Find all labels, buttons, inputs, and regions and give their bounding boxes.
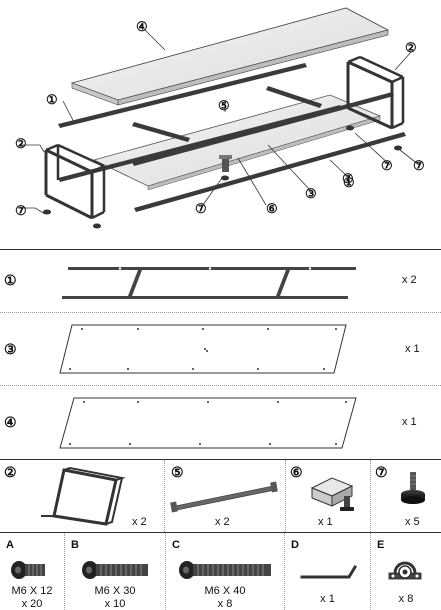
middle-rails <box>58 92 394 182</box>
dotted-vertical-divider <box>284 533 285 610</box>
dotted-vertical-divider <box>370 460 371 532</box>
part-2-drawing <box>41 466 126 526</box>
dotted-divider <box>0 312 441 313</box>
hardware-d-qty: x 1 <box>320 593 335 605</box>
callout-7-right-b: ⑦ <box>413 158 425 173</box>
bolt-a-icon <box>11 561 45 579</box>
section-divider <box>0 249 441 250</box>
part-1-label: ① <box>4 272 17 288</box>
hardware-c-letter: C <box>172 539 180 551</box>
part-5-label: ⑤ <box>171 464 184 480</box>
hardware-a-letter: A <box>6 539 14 551</box>
hardware-e-cell: E x 8 <box>371 533 441 610</box>
pipe-clamp-icon <box>388 561 422 580</box>
section-divider <box>0 459 441 460</box>
part-5-cell: ⑤ x 2 <box>165 460 285 532</box>
callout-4: ④ <box>136 19 148 34</box>
top-board <box>70 7 390 106</box>
part-1-qty: x 2 <box>402 274 417 286</box>
dotted-vertical-divider <box>370 533 371 610</box>
hardware-e-qty: x 8 <box>398 593 414 605</box>
hardware-e-letter: E <box>377 539 385 551</box>
part-7-qty: x 5 <box>405 516 420 528</box>
part-2-cell: ② x 2 <box>0 460 164 532</box>
dotted-vertical-divider <box>165 533 166 610</box>
exploded-view-diagram: ④ ② ① ⑤ ② ⑦ ⑦ ⑦ ⑦ ⑦ ⑥ ③ ① <box>15 7 425 229</box>
part-6-label: ⑥ <box>290 464 303 480</box>
part-3-drawing <box>59 324 347 374</box>
callout-5: ⑤ <box>218 98 230 113</box>
part-row-1: ① x 2 <box>0 250 441 312</box>
part-7-cell: ⑦ x 5 <box>371 460 441 532</box>
part-4-drawing <box>59 397 357 449</box>
callout-3: ③ <box>305 186 317 201</box>
left-side-frame <box>44 143 106 220</box>
hardware-d-letter: D <box>291 539 299 551</box>
part-row-4: ④ x 1 <box>0 386 441 458</box>
dotted-divider <box>0 385 441 386</box>
cross-bars <box>132 86 322 142</box>
hardware-c-cell: C M6 X 40 x 8 <box>166 533 284 610</box>
hardware-a-cell: A M6 X 12 x 20 <box>0 533 64 610</box>
callout-2-left: ② <box>15 136 27 151</box>
callout-7-mid: ⑦ <box>342 171 354 186</box>
bolt-c-icon <box>179 561 271 579</box>
part-4-qty: x 1 <box>402 416 417 428</box>
part-row-small: ② x 2 ⑤ x 2 ⑥ x 1 <box>0 460 441 532</box>
callout-1-upper: ① <box>46 92 58 107</box>
bolt-b-icon <box>82 561 148 579</box>
part-2-qty: x 2 <box>132 516 147 528</box>
center-leg <box>219 155 232 172</box>
hardware-a-name: M6 X 12 <box>11 585 53 597</box>
hardware-d-cell: D x 1 <box>285 533 370 610</box>
callout-7-right-a: ⑦ <box>381 158 393 173</box>
callout-7-left: ⑦ <box>15 203 27 218</box>
callout-2-right: ② <box>405 40 417 55</box>
feet <box>43 125 402 229</box>
upper-back-rail <box>58 63 307 128</box>
hardware-b-qty: x 10 <box>104 598 126 610</box>
hardware-b-name: M6 X 30 <box>94 585 136 597</box>
hex-key-icon <box>300 564 358 579</box>
callout-1-lower: ① <box>343 175 355 190</box>
hardware-b-letter: B <box>71 539 79 551</box>
part-6-qty: x 1 <box>318 516 333 528</box>
dotted-vertical-divider <box>64 533 65 610</box>
part-row-3: ③ x 1 <box>0 313 441 385</box>
part-6-drawing <box>310 477 354 511</box>
part-7-drawing <box>401 472 425 504</box>
callout-7-center: ⑦ <box>195 201 207 216</box>
part-5-drawing <box>170 481 278 513</box>
section-divider <box>0 532 441 533</box>
right-side-frame <box>346 55 405 130</box>
part-3-qty: x 1 <box>405 343 420 355</box>
dotted-vertical-divider <box>164 460 165 532</box>
hardware-row: A M6 X 12 x 20 B M6 X 30 x 10 C <box>0 533 441 610</box>
part-6-cell: ⑥ x 1 <box>286 460 370 532</box>
lower-front-rail <box>134 132 406 212</box>
part-3-label: ③ <box>4 341 17 357</box>
hardware-c-qty: x 8 <box>217 598 233 610</box>
callout-6: ⑥ <box>266 201 278 216</box>
hardware-c-name: M6 X 40 <box>204 585 246 597</box>
hardware-b-cell: B M6 X 30 x 10 <box>65 533 165 610</box>
dotted-vertical-divider <box>285 460 286 532</box>
part-5-qty: x 2 <box>215 516 230 528</box>
part-1-drawing <box>62 267 356 299</box>
part-2-label: ② <box>4 464 17 480</box>
hardware-a-qty: x 20 <box>21 598 43 610</box>
part-7-label: ⑦ <box>375 464 388 480</box>
part-4-label: ④ <box>4 414 17 430</box>
